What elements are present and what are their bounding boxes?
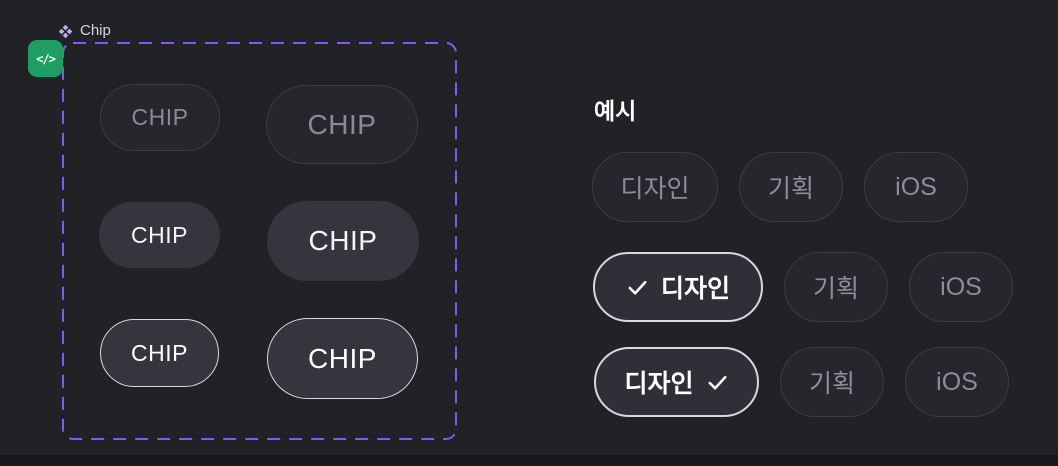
component-icon <box>58 24 73 39</box>
code-icon: </> <box>36 51 56 66</box>
code-connect-badge[interactable]: </> <box>28 40 63 77</box>
chip-label: CHIP <box>131 339 188 366</box>
chip-label: CHIP <box>307 108 377 140</box>
component-frame-label[interactable]: Chip <box>58 22 111 40</box>
chip-label: 디자인 <box>624 370 694 398</box>
chip-label: iOS <box>895 172 937 201</box>
chip-small-filled[interactable]: CHIP <box>99 202 220 268</box>
chip-label: CHIP <box>308 225 378 256</box>
chip-large-selected[interactable]: CHIP <box>267 318 418 399</box>
chip-label: iOS <box>936 367 978 396</box>
chip-label: CHIP <box>308 342 377 374</box>
example-row-check-trailing: 디자인 기획 iOS <box>594 347 1009 417</box>
example-chip-ios[interactable]: iOS <box>905 347 1009 417</box>
chip-large-outline[interactable]: CHIP <box>266 85 418 164</box>
chip-label: CHIP <box>131 104 189 130</box>
example-chip-planning[interactable]: 기획 <box>784 252 888 322</box>
chip-large-filled[interactable]: CHIP <box>267 201 419 281</box>
selection-dashed-border <box>62 42 457 440</box>
chip-label: CHIP <box>131 221 188 248</box>
check-icon <box>628 280 647 294</box>
example-row-check-leading: 디자인 기획 iOS <box>593 252 1013 322</box>
example-chip-design[interactable]: 디자인 <box>592 152 718 222</box>
example-row-default: 디자인 기획 iOS <box>592 152 968 222</box>
component-frame-name: Chip <box>80 22 111 39</box>
chip-label: iOS <box>940 272 982 301</box>
example-chip-planning[interactable]: 기획 <box>739 152 843 222</box>
chip-label: 디자인 <box>620 175 690 203</box>
example-chip-ios[interactable]: iOS <box>864 152 968 222</box>
chip-label: 기획 <box>767 175 814 203</box>
window-bottom-edge <box>0 455 1058 466</box>
chip-label: 기획 <box>808 370 855 398</box>
example-chip-planning[interactable]: 기획 <box>780 347 884 417</box>
example-chip-ios[interactable]: iOS <box>909 252 1013 322</box>
check-icon <box>708 375 726 389</box>
chip-component-frame[interactable]: CHIP CHIP CHIP CHIP CHIP CHIP <box>62 42 457 440</box>
example-section-title: 예시 <box>594 98 637 124</box>
chip-small-selected[interactable]: CHIP <box>100 319 219 387</box>
example-chip-design-selected[interactable]: 디자인 <box>594 347 759 417</box>
chip-label: 기획 <box>812 275 859 303</box>
example-chip-design-selected[interactable]: 디자인 <box>593 252 763 322</box>
chip-small-outline[interactable]: CHIP <box>100 84 220 151</box>
chip-label: 디자인 <box>660 275 730 303</box>
